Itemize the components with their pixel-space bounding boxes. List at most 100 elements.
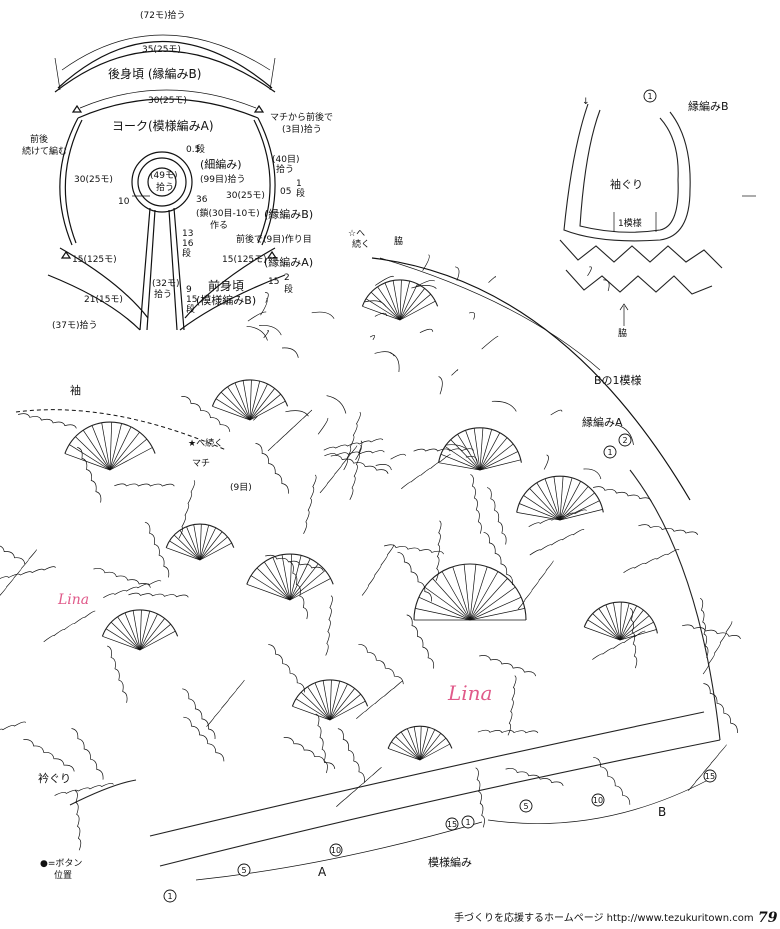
chain-segment xyxy=(374,351,395,357)
num-15b-circle xyxy=(703,769,717,783)
num-10-circle xyxy=(329,843,343,857)
chain-segment xyxy=(114,483,175,487)
stitch-fan xyxy=(516,475,604,521)
dimension-ticks xyxy=(54,57,276,91)
b-one-repeat: Bの1模様 xyxy=(594,373,642,387)
chain-segment xyxy=(468,312,476,320)
machi-note: マチから前後で xyxy=(270,111,333,123)
chain-segment xyxy=(0,545,26,564)
chain-segment xyxy=(401,454,451,490)
chain-segment xyxy=(323,438,384,451)
dimension-b xyxy=(487,779,709,824)
chain-segment xyxy=(206,679,245,727)
front-width: 15(125モ) xyxy=(222,255,267,265)
chain-segment xyxy=(253,415,258,421)
num-15b-text: 15 xyxy=(705,772,715,781)
r1: 1 xyxy=(296,179,302,189)
chain-segment xyxy=(71,728,104,780)
chain-segment xyxy=(483,531,513,586)
armhole-circled-1 xyxy=(643,89,657,103)
page-number: 79 xyxy=(758,910,778,926)
chain-segment xyxy=(435,520,442,581)
circled-1b xyxy=(163,889,177,903)
yoke-title: ヨーク(模様編みA) xyxy=(112,118,214,133)
footer-text: 手づくりを応援するホームページ http://www.tezukuritown.… xyxy=(454,911,754,924)
chain-segment xyxy=(488,276,496,283)
front-bottom: (32モ) xyxy=(152,279,179,289)
chain-segment xyxy=(358,643,404,685)
lower-band-edge xyxy=(159,739,721,867)
num-8: 段 xyxy=(186,303,195,315)
chain-segment xyxy=(593,486,652,502)
star-cont-2: 続く xyxy=(352,238,370,250)
gusset-label: マチ xyxy=(192,458,210,469)
chain-segment xyxy=(317,417,329,435)
r1b: 段 xyxy=(296,187,305,199)
stitch-fan xyxy=(101,609,179,651)
chain-segment xyxy=(315,713,328,774)
chain-segment xyxy=(475,767,485,828)
chain-segment xyxy=(505,768,564,787)
r2b: 2 xyxy=(284,273,290,283)
chain-segment xyxy=(0,566,56,579)
front-opening-left xyxy=(139,207,156,331)
chain-segment xyxy=(528,509,587,528)
right-side-dim: 30(25モ) xyxy=(226,191,265,201)
num-10b-text: 10 xyxy=(593,796,603,805)
pattern-a-label: 模様編み xyxy=(428,855,472,869)
chain-segment xyxy=(356,680,403,720)
yoke-dimension-arc xyxy=(79,89,257,109)
chain-segment xyxy=(390,453,407,460)
stitch-fan xyxy=(291,679,369,721)
chain-segment xyxy=(311,311,335,319)
marker-triangles xyxy=(60,104,278,259)
front-bottom-2: 拾う xyxy=(154,288,172,300)
chain-segment xyxy=(397,551,432,602)
back-top-stitches: (72モ)拾う xyxy=(140,9,185,21)
armhole-center: 袖ぐり xyxy=(610,177,643,191)
front-pattern: (模様編みB) xyxy=(196,293,256,307)
num-15-circle xyxy=(445,817,459,831)
chain-segment xyxy=(477,729,539,734)
r2: 15 xyxy=(268,277,279,287)
chain-segment xyxy=(107,645,128,703)
chain-segment xyxy=(687,744,727,791)
chain-segment xyxy=(183,716,225,762)
watermark-2: Lina xyxy=(447,681,492,705)
num-10: 10 xyxy=(118,197,130,207)
chain-segment xyxy=(616,424,634,445)
num-15-text: 15 xyxy=(447,820,457,829)
chain-segment xyxy=(178,480,196,539)
dec-note: (鎖(30目-10モ) xyxy=(196,207,260,219)
front-right-bottom xyxy=(184,247,276,319)
armhole-one-repeat: 1模様 xyxy=(618,217,642,229)
r2c: 段 xyxy=(284,283,293,295)
chain-segment xyxy=(324,450,385,457)
chain-segment xyxy=(623,549,680,573)
back-top-arc xyxy=(57,41,273,89)
stitch-fans xyxy=(64,279,658,761)
yoke-top-arc xyxy=(77,98,259,119)
armhole-edge-b: 縁編みB xyxy=(688,99,729,113)
chain-segment xyxy=(507,675,517,736)
chain-segment xyxy=(93,568,151,588)
chain-segment xyxy=(259,324,282,336)
dimension-a xyxy=(195,821,483,881)
chain-segment xyxy=(682,624,741,640)
chain-segment xyxy=(326,395,347,414)
chain-segment xyxy=(406,614,435,669)
chain-segment xyxy=(413,448,474,452)
neckline-label: 衿ぐり xyxy=(38,771,71,785)
chain-segment xyxy=(369,334,376,340)
chain-segment xyxy=(325,595,333,656)
front-opening-right xyxy=(168,207,185,331)
neck-inner xyxy=(147,167,177,197)
chain-segment xyxy=(319,445,358,494)
chain-segment xyxy=(103,580,162,599)
armhole-circled-1-text: 1 xyxy=(647,92,652,101)
stitch-fan xyxy=(211,379,289,421)
circled-1c xyxy=(461,815,475,829)
watermark-1: Lina xyxy=(57,592,89,608)
chain-segment xyxy=(390,352,400,373)
neckline-curve xyxy=(69,779,137,806)
